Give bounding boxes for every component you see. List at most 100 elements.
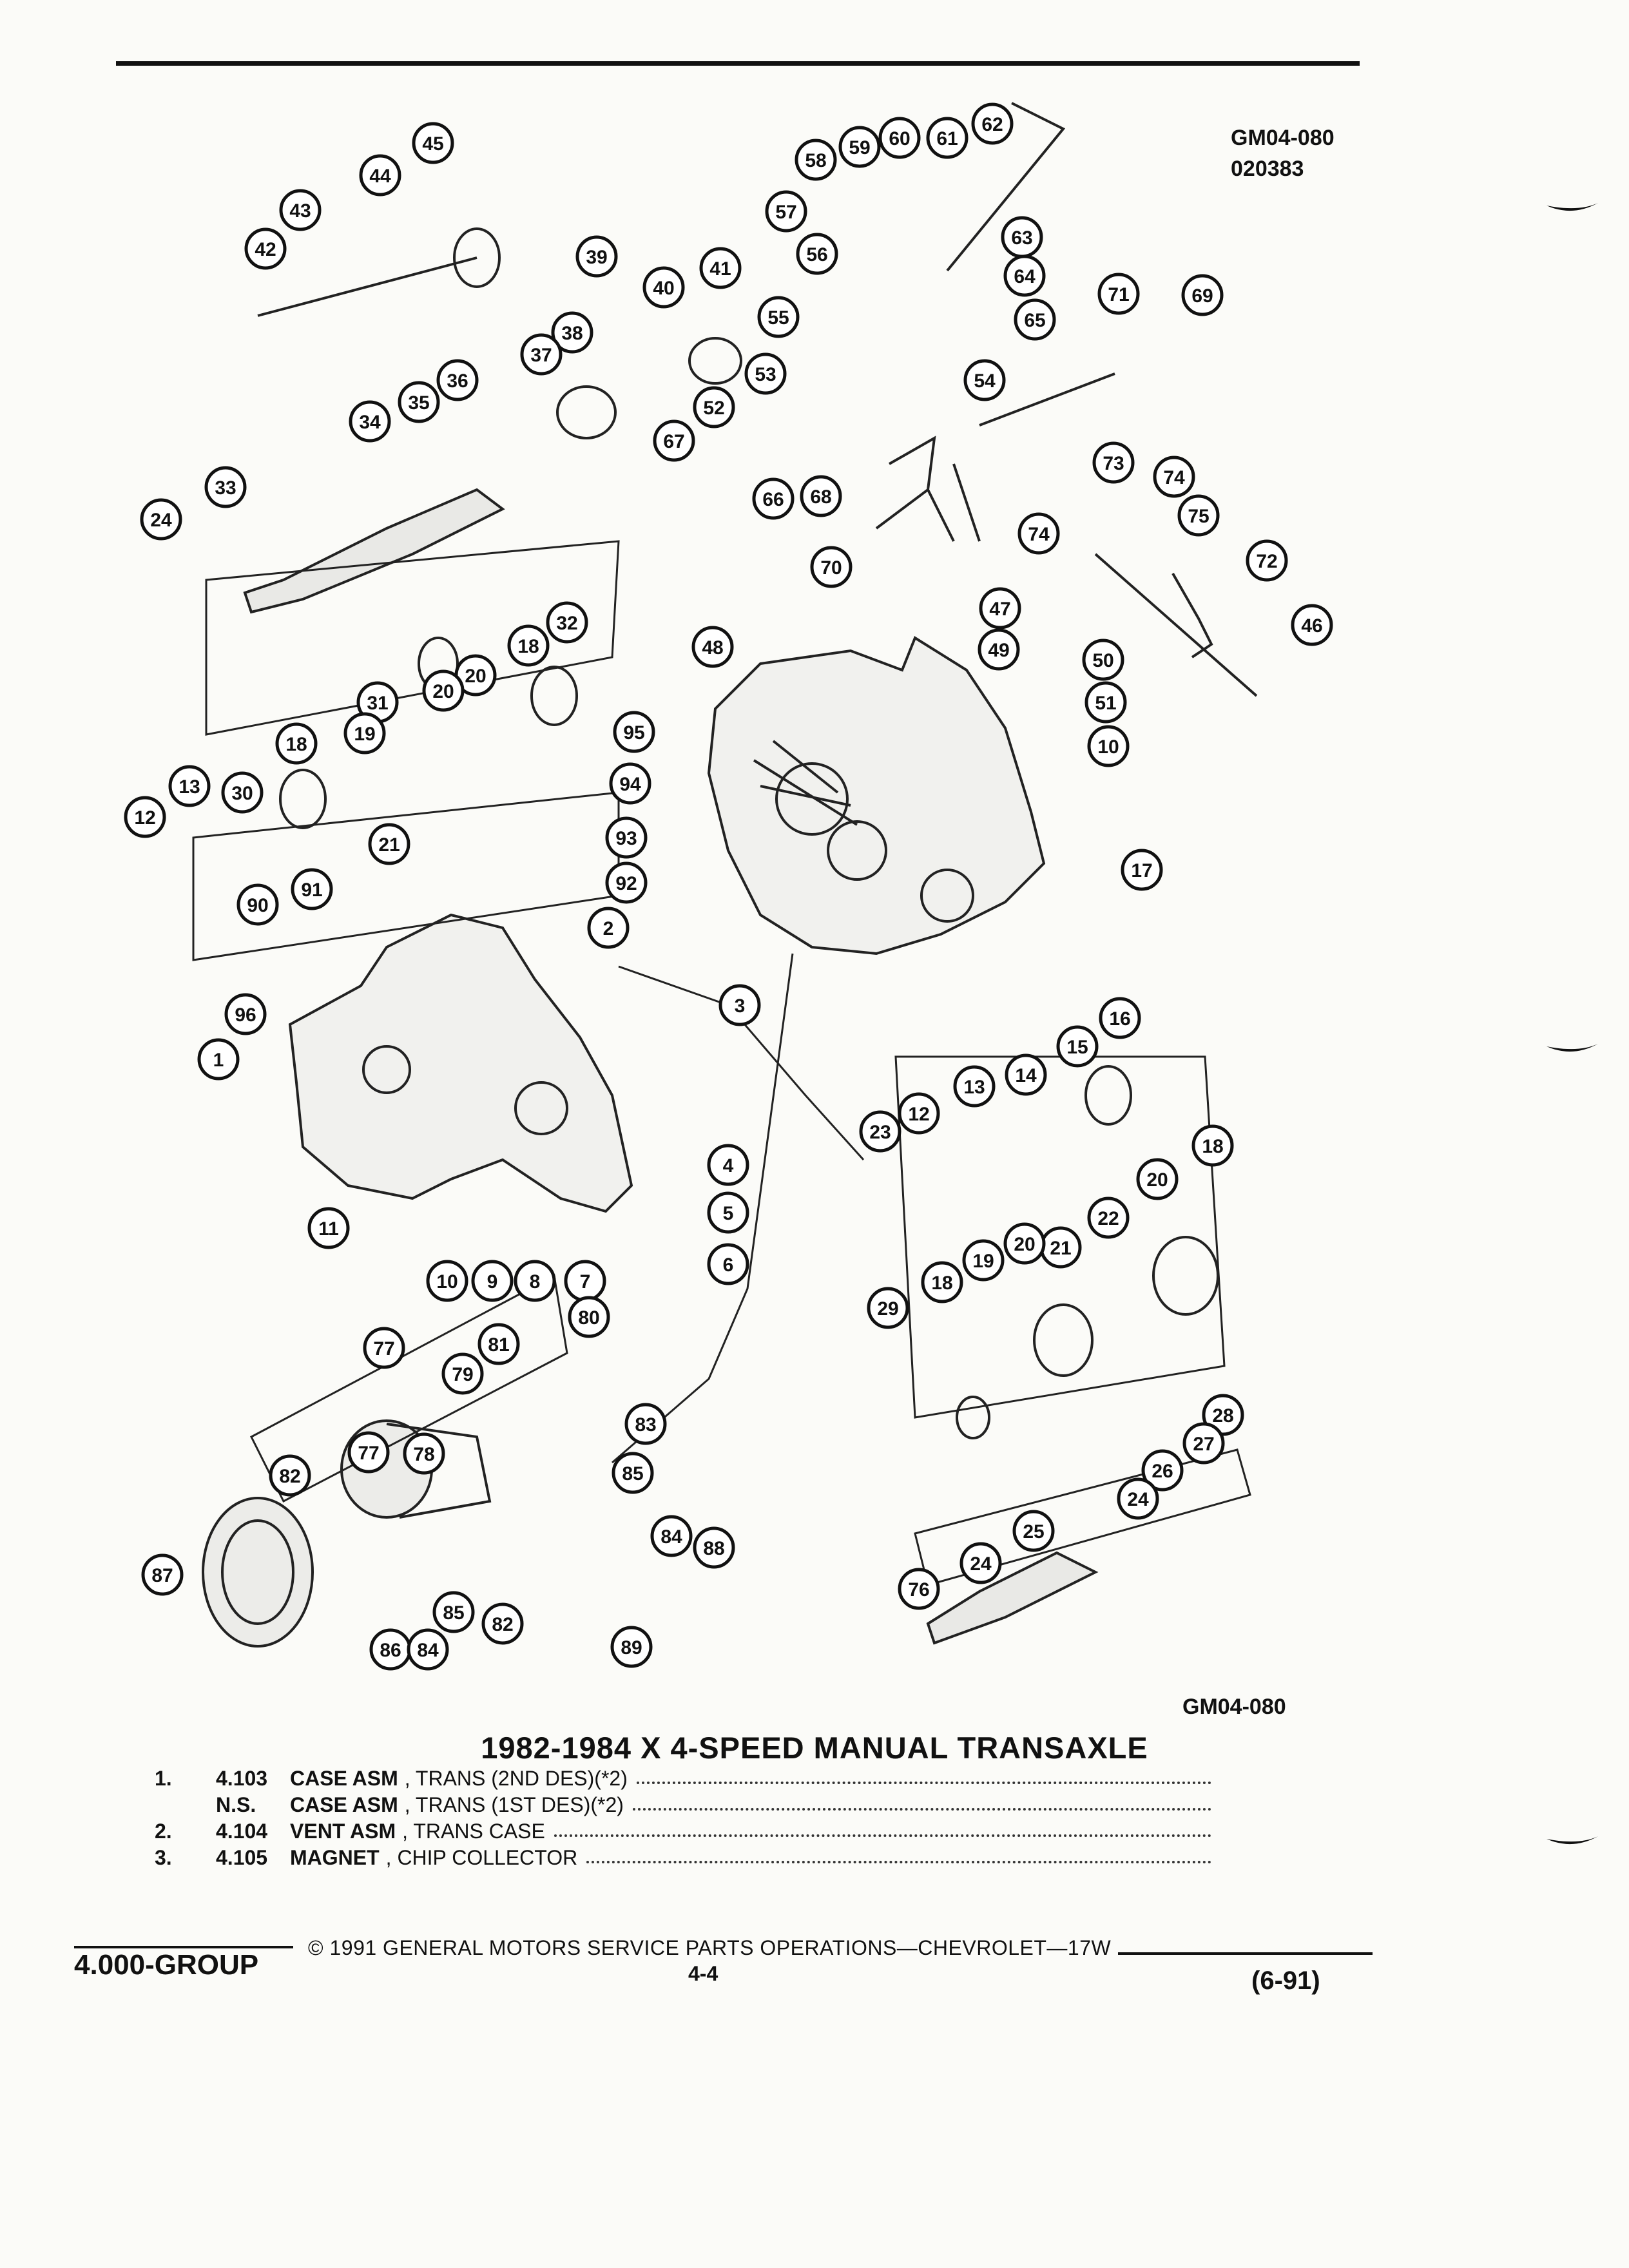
callout-bubble: 36 — [436, 359, 479, 401]
callout-bubble: 82 — [269, 1454, 311, 1497]
callout-bubble: 50 — [1082, 639, 1124, 681]
callout-bubble: 33 — [204, 466, 247, 508]
callout-number: 63 — [1011, 227, 1032, 249]
callout-bubble: 25 — [1012, 1510, 1055, 1552]
callout-number: 71 — [1108, 284, 1129, 305]
callout-number: 44 — [369, 166, 391, 187]
callout-number: 50 — [1092, 650, 1113, 671]
callout-number: 68 — [810, 486, 831, 508]
callout-bubble: 2 — [587, 907, 630, 949]
callout-number: 84 — [660, 1526, 682, 1548]
callout-number: 19 — [972, 1251, 994, 1272]
callout-number: 36 — [447, 370, 468, 392]
callout-number: 22 — [1097, 1208, 1119, 1229]
callout-bubble: 38 — [551, 311, 593, 354]
callout-bubble: 18 — [921, 1261, 963, 1303]
callout-number: 46 — [1301, 615, 1322, 637]
callout-number: 64 — [1014, 266, 1036, 287]
callout-bubble: 90 — [236, 883, 279, 926]
callout-bubble: 78 — [403, 1432, 445, 1475]
callout-number: 92 — [615, 873, 637, 894]
callout-bubble: 96 — [224, 993, 267, 1035]
binder-mark — [1547, 1836, 1598, 1850]
callout-bubble: 52 — [693, 386, 735, 428]
callout-number: 57 — [775, 202, 796, 223]
callout-bubble: 84 — [650, 1515, 693, 1557]
dot-leader — [632, 1807, 1211, 1811]
callout-bubble: 21 — [1039, 1226, 1082, 1269]
callout-number: 4 — [723, 1155, 734, 1177]
callout-number: 42 — [255, 239, 276, 260]
callout-bubble: 21 — [368, 823, 410, 865]
callout-number: 55 — [767, 307, 789, 329]
callout-bubble: 42 — [244, 227, 287, 270]
callout-bubble: 23 — [859, 1110, 901, 1153]
item-code: 4.103 — [216, 1767, 268, 1790]
callout-number: 29 — [877, 1298, 898, 1320]
callout-number: 24 — [970, 1553, 992, 1575]
callout-number: 10 — [1097, 736, 1119, 758]
callout-number: 60 — [889, 128, 910, 149]
callout-number: 10 — [436, 1271, 458, 1293]
callout-bubble: 1 — [197, 1038, 240, 1081]
callout-number: 59 — [849, 137, 870, 159]
callout-bubble: 29 — [867, 1287, 909, 1329]
callout-number: 18 — [931, 1273, 952, 1294]
item-number: 3. — [155, 1846, 172, 1869]
callout-number: 73 — [1103, 453, 1124, 474]
item-name: MAGNET — [290, 1846, 380, 1869]
callout-number: 62 — [981, 114, 1003, 135]
callout-number: 90 — [247, 895, 268, 916]
callout-bubble: 24 — [959, 1542, 1002, 1584]
callout-bubble: 22 — [1087, 1196, 1130, 1239]
callout-bubble: 20 — [454, 654, 497, 697]
callout-number: 93 — [615, 828, 637, 849]
callout-bubble: 81 — [477, 1323, 520, 1365]
callout-number: 26 — [1152, 1461, 1173, 1482]
callout-number: 76 — [908, 1579, 929, 1600]
callout-number: 70 — [820, 557, 842, 579]
copyright-notice: © 1991 GENERAL MOTORS SERVICE PARTS OPER… — [308, 1936, 1112, 1959]
callout-number: 51 — [1095, 693, 1116, 714]
callout-number: 58 — [805, 150, 826, 171]
callout-bubble: 20 — [422, 669, 465, 712]
callout-bubble: 26 — [1141, 1449, 1184, 1492]
callout-bubble: 18 — [1191, 1124, 1234, 1167]
callout-bubble: 6 — [707, 1243, 749, 1285]
parts-row: 2. 4.104 VENT ASM , TRANS CASE — [155, 1818, 1211, 1845]
callout-number: 19 — [354, 724, 375, 745]
item-description: , TRANS (1ST DES)(*2) — [404, 1793, 624, 1816]
callout-number: 65 — [1024, 310, 1045, 331]
callout-bubble: 12 — [124, 796, 166, 838]
callout-number: 12 — [908, 1104, 929, 1125]
item-description: , CHIP COLLECTOR — [385, 1846, 578, 1869]
callout-number: 31 — [367, 693, 388, 714]
callout-bubble: 59 — [838, 126, 881, 168]
callout-bubble: 12 — [898, 1092, 940, 1135]
callout-bubble: 79 — [441, 1352, 484, 1395]
callout-number: 83 — [635, 1414, 656, 1436]
diagram-code: GM04-080 — [1231, 126, 1335, 150]
callout-bubble: 10 — [426, 1260, 468, 1302]
callout-number: 87 — [151, 1565, 173, 1586]
callout-number: 20 — [432, 681, 454, 702]
callout-bubble: 19 — [962, 1239, 1005, 1282]
item-number: 1. — [155, 1767, 172, 1790]
callout-number: 85 — [622, 1463, 643, 1485]
item-number: 2. — [155, 1820, 172, 1843]
callout-bubble: 88 — [693, 1526, 735, 1569]
callout-number: 1 — [213, 1050, 224, 1071]
callout-bubble: 47 — [979, 587, 1021, 629]
callout-number: 8 — [530, 1271, 541, 1293]
item-description: , TRANS (2ND DES)(*2) — [404, 1767, 628, 1790]
callout-number: 35 — [408, 392, 429, 414]
callout-bubble: 43 — [279, 189, 322, 231]
callout-number: 14 — [1015, 1065, 1037, 1086]
callout-number: 61 — [936, 128, 958, 149]
callout-number: 9 — [487, 1271, 498, 1293]
callout-number: 13 — [963, 1077, 985, 1098]
callout-number: 86 — [380, 1640, 401, 1661]
callout-number: 72 — [1256, 551, 1277, 572]
callout-bubble: 55 — [757, 296, 800, 338]
callout-bubble: 18 — [275, 722, 318, 765]
